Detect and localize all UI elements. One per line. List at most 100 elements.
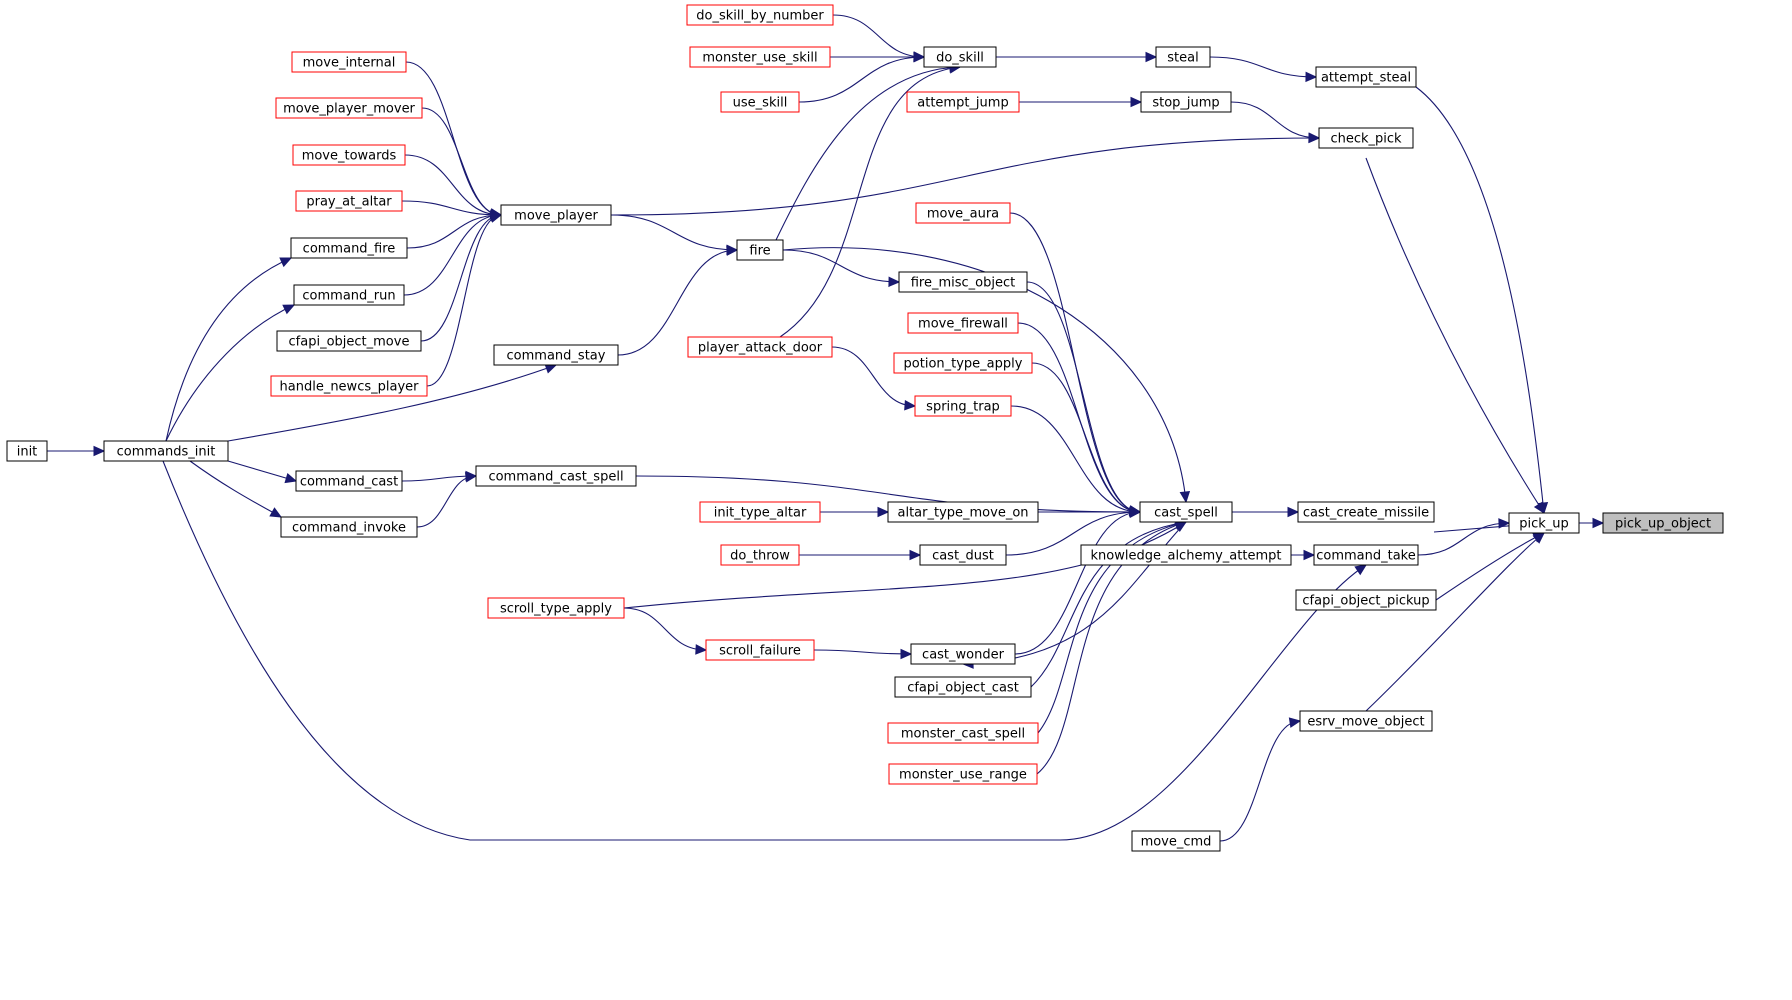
edge-pick-up-to-pick-up-object [1578,517,1605,529]
node-init-type-altar[interactable]: init_type_altar [699,501,821,523]
node-command-cast-spell[interactable]: command_cast_spell [475,465,637,487]
node-init[interactable]: init [6,440,48,462]
node-label: move_player_mover [283,102,415,117]
node-label: check_pick [1330,132,1402,147]
node-layer: pick_up_object pick_up attempt_steal check_… [6,4,1724,852]
node-altar-type-move-on[interactable]: altar_type_move_on [887,501,1039,523]
node-label: move_towards [302,149,397,164]
edge-command-stay-to-fire [617,245,739,356]
edge-do-skill-by-number-to-do-skill [832,14,926,62]
node-box [276,330,422,352]
node-box [280,516,418,538]
node-label: scroll_failure [719,644,801,659]
edge-init-type-altar-to-altar-type-move-on [819,506,890,518]
edge-do-skill-to-steal [996,51,1158,63]
node-check-pick[interactable]: check_pick [1318,127,1414,149]
node-player-attack-door[interactable]: player_attack_door [687,336,833,358]
node-label: use_skill [733,96,788,111]
node-box [292,144,406,166]
node-esrv-move-object[interactable]: esrv_move_object [1299,710,1433,732]
arrowhead [464,472,478,483]
node-box [295,190,403,212]
arrowhead [1145,51,1158,63]
node-command-invoke[interactable]: command_invoke [280,516,418,538]
node-move-player-mover[interactable]: move_player_mover [275,97,423,119]
node-stop-jump[interactable]: stop_jump [1140,91,1232,113]
node-fire-misc-object[interactable]: fire_misc_object [898,271,1028,293]
node-cast-create-missile[interactable]: cast_create_missile [1297,501,1435,523]
node-box [699,501,821,523]
arrowhead [269,507,283,518]
node-potion-type-apply[interactable]: potion_type_apply [893,352,1033,374]
edge-fire-misc-object-to-cast-spell [1026,281,1142,516]
arrowhead [489,212,503,223]
node-spring-trap[interactable]: spring_trap [914,395,1012,417]
edge-attempt-steal-to-pick-up [1415,86,1549,515]
node-command-cast[interactable]: command_cast [295,470,403,492]
edge-scroll-type-apply-to-scroll-failure [623,607,708,655]
node-knowledge-alchemy-attempt[interactable]: knowledge_alchemy_attempt [1080,544,1292,566]
edge-scroll-failure-to-cast-wonder [813,648,913,660]
arrowhead [282,304,296,315]
node-box [1602,512,1724,534]
node-label: cast_wonder [922,648,1005,663]
arrowhead [913,51,926,63]
node-cfapi-object-cast[interactable]: cfapi_object_cast [894,676,1032,698]
node-label: command_invoke [292,521,406,536]
node-label: steal [1167,51,1198,66]
node-cfapi-object-pickup[interactable]: cfapi_object_pickup [1295,589,1437,611]
node-move-aura[interactable]: move_aura [915,202,1011,224]
node-move-internal[interactable]: move_internal [291,51,407,73]
node-command-fire[interactable]: command_fire [290,237,408,259]
edge-steal-to-attempt-steal [1209,56,1318,83]
node-box [293,284,405,306]
node-cast-wonder[interactable]: cast_wonder [910,643,1016,665]
node-attempt-steal[interactable]: attempt_steal [1315,66,1417,88]
node-attempt-jump[interactable]: attempt_jump [906,91,1020,113]
node-monster-use-skill[interactable]: monster_use_skill [689,46,831,68]
node-handle-newcs-player[interactable]: handle_newcs_player [270,375,428,397]
node-pick-up-object[interactable]: pick_up_object [1602,512,1724,534]
node-move-cmd[interactable]: move_cmd [1131,830,1221,852]
node-label: init_type_altar [714,506,807,521]
arrowhead [1592,517,1605,529]
edge-cast-spell-to-cast-create-missile [1231,506,1300,518]
node-box [275,97,423,119]
node-use-skill[interactable]: use_skill [720,91,800,113]
node-box [705,639,815,661]
node-cfapi-object-move[interactable]: cfapi_object_move [276,330,422,352]
node-command-take[interactable]: command_take [1313,544,1419,566]
node-pick-up[interactable]: pick_up [1508,512,1580,534]
node-command-run[interactable]: command_run [293,284,405,306]
node-label: cfapi_object_pickup [1302,594,1429,609]
node-label: attempt_jump [917,96,1008,111]
node-steal[interactable]: steal [1155,46,1211,68]
node-do-throw[interactable]: do_throw [720,544,800,566]
node-do-skill[interactable]: do_skill [923,46,997,68]
node-label: commands_init [117,445,216,460]
node-command-stay[interactable]: command_stay [493,344,619,366]
node-do-skill-by-number[interactable]: do_skill_by_number [686,4,834,26]
node-box [475,465,637,487]
node-scroll-failure[interactable]: scroll_failure [705,639,815,661]
node-scroll-type-apply[interactable]: scroll_type_apply [487,597,625,619]
node-cast-dust[interactable]: cast_dust [919,544,1007,566]
node-move-player[interactable]: move_player [500,204,612,226]
node-move-towards[interactable]: move_towards [292,144,406,166]
edge-check-pick-to-pick-up [1365,157,1545,515]
node-monster-cast-spell[interactable]: monster_cast_spell [887,722,1039,744]
edge-command-cast-to-command-cast-spell [401,470,478,482]
node-box [887,501,1039,523]
node-label: move_internal [303,56,396,71]
node-box [270,375,428,397]
node-commands-init[interactable]: commands_init [103,440,229,462]
node-label: command_cast_spell [488,470,623,485]
node-monster-use-range[interactable]: monster_use_range [888,763,1038,785]
edge-commands-init-to-command-fire [165,257,293,442]
node-move-firewall[interactable]: move_firewall [907,312,1019,334]
edge-move-player-mover-to-move-player [421,107,503,219]
node-cast-spell[interactable]: cast_spell [1139,501,1233,523]
node-fire[interactable]: fire [736,239,784,261]
arrowhead [904,399,917,411]
node-pray-at-altar[interactable]: pray_at_altar [295,190,403,212]
